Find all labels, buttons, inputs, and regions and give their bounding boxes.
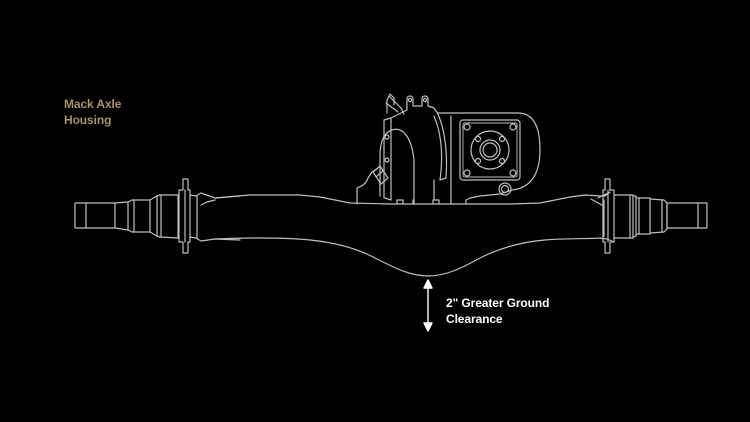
left-spindle xyxy=(74,178,241,254)
ground-clearance-callout-line1: 2" Greater Ground xyxy=(446,296,550,310)
right-spindle xyxy=(590,178,708,254)
differential-carrier xyxy=(356,93,541,205)
main-tube xyxy=(214,194,601,277)
ground-clearance-callout-line2: Clearance xyxy=(446,312,503,326)
axle-housing-label-line2: Housing xyxy=(64,113,112,127)
axle-housing-label-line1: Mack Axle xyxy=(64,97,122,111)
axle-housing-label: Mack Axle Housing xyxy=(64,96,121,128)
clearance-arrow-icon xyxy=(423,279,433,332)
ground-clearance-callout: 2" Greater Ground Clearance xyxy=(446,295,549,327)
